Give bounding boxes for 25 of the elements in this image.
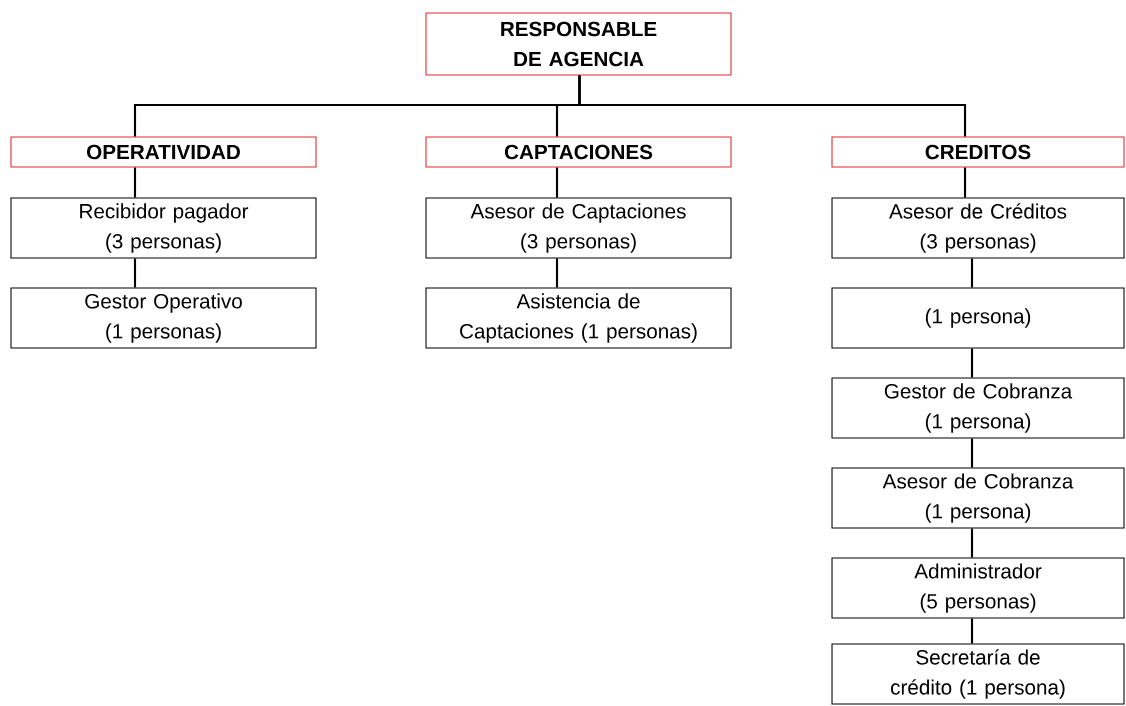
position-box: Asesor de Captaciones (3 personas) <box>425 197 732 259</box>
connector-line <box>555 258 559 288</box>
position-box: Asesor de Cobranza (1 persona) <box>831 467 1125 529</box>
connector-line <box>970 348 974 378</box>
position-box: Asistencia de Captaciones (1 personas) <box>425 287 732 349</box>
position-box: Recibidor pagador (3 personas) <box>10 197 317 259</box>
position-box: Asesor de Créditos (3 personas) <box>831 197 1125 259</box>
connector-line <box>133 167 137 198</box>
connector-line <box>970 438 974 468</box>
connector-line <box>970 528 974 558</box>
header-box: CREDITOS <box>831 136 1125 168</box>
connector-line <box>963 167 967 198</box>
connector-line <box>970 618 974 644</box>
position-box: Gestor Operativo (1 personas) <box>10 287 317 349</box>
position-box: Administrador (5 personas) <box>831 557 1125 619</box>
header-box: CAPTACIONES <box>425 136 732 168</box>
connector-line <box>970 258 974 288</box>
connector-line <box>555 167 559 198</box>
connector-line <box>578 75 967 137</box>
header-box: OPERATIVIDAD <box>10 136 317 168</box>
connector-line <box>133 258 137 288</box>
position-box: (1 persona) <box>831 287 1125 349</box>
header-box: RESPONSABLE DE AGENCIA <box>425 12 732 76</box>
position-box: Gestor de Cobranza (1 persona) <box>831 377 1125 439</box>
position-box: Secretaría de crédito (1 persona) <box>831 643 1125 705</box>
